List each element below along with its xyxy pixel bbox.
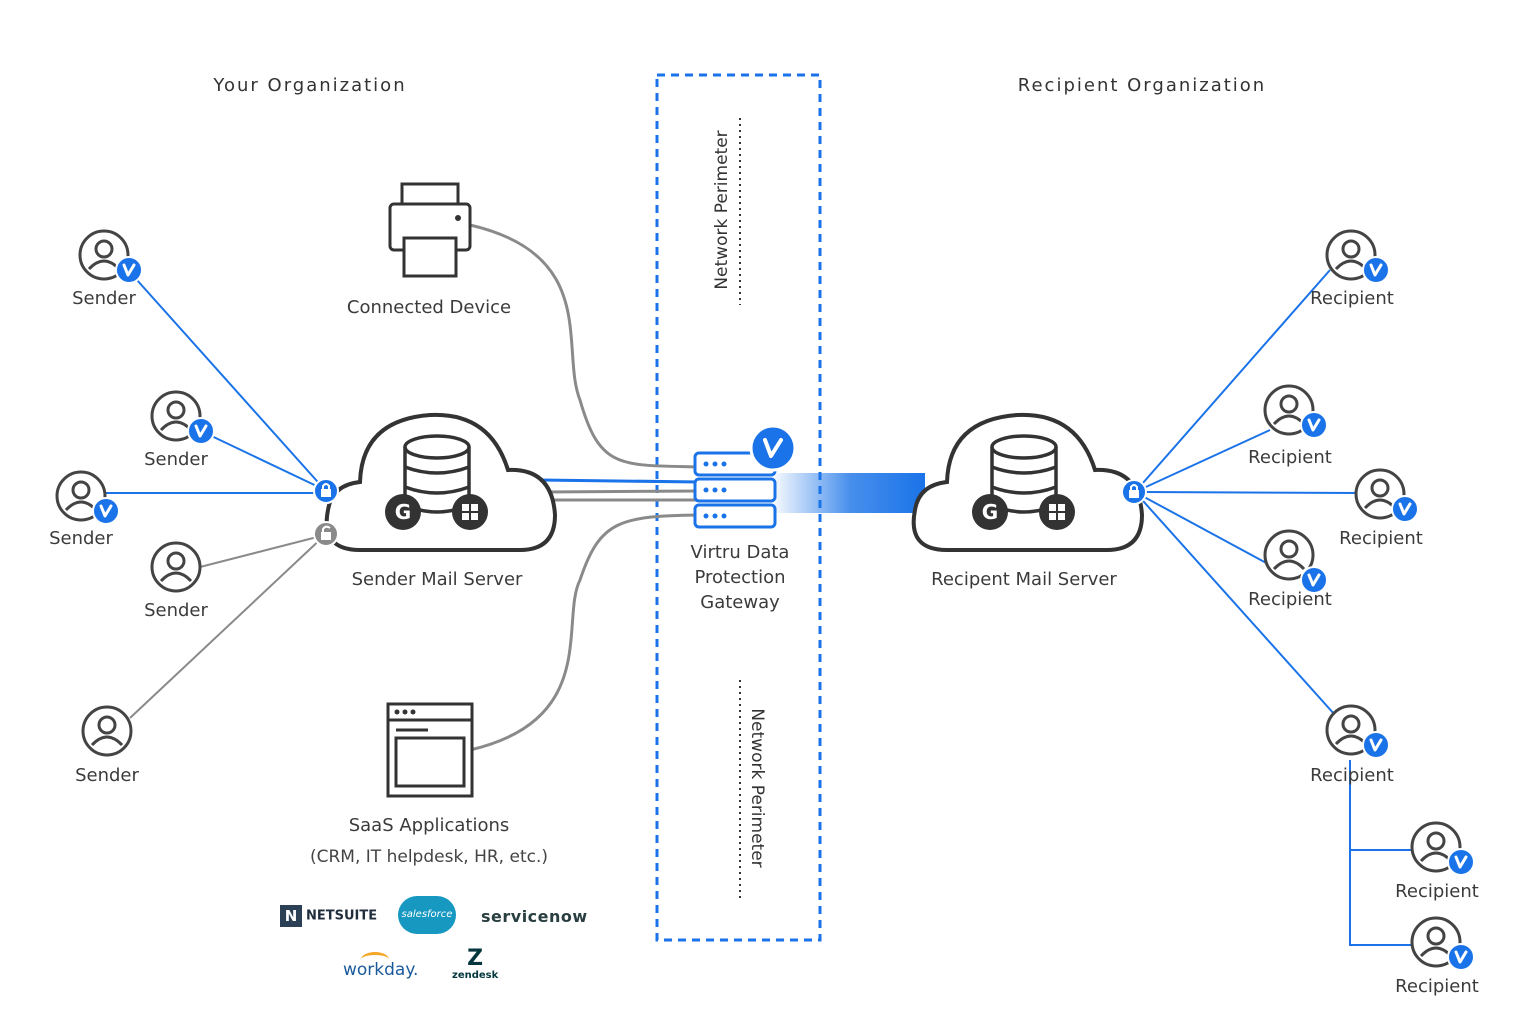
lock-icon xyxy=(313,478,339,504)
recipient-label: Recipient xyxy=(1395,881,1479,902)
recipient-label: Recipient xyxy=(1395,976,1479,997)
network-perimeter-label-bottom: Network Perimeter xyxy=(747,708,767,868)
recipient-lines xyxy=(1134,269,1415,946)
sender-person-icon xyxy=(81,705,133,757)
svg-text:G: G xyxy=(395,500,411,524)
google-g-icon: G xyxy=(972,494,1008,530)
sender-label: Sender xyxy=(75,765,139,786)
virtru-v-icon xyxy=(749,424,797,472)
saas-to-gateway-line xyxy=(469,513,701,752)
sender-person-icon xyxy=(55,470,121,526)
gateway-server-stack xyxy=(693,424,797,529)
sender-person-icon xyxy=(150,390,216,446)
server-to-gateway-line-1 xyxy=(539,478,701,484)
recipient-mail-server-label: Recipent Mail Server xyxy=(931,569,1117,590)
recipient-label: Recipient xyxy=(1310,765,1394,786)
svg-text:G: G xyxy=(982,500,998,524)
gateway-label-line: Protection xyxy=(694,567,786,588)
unlock-icon xyxy=(313,521,339,547)
recipient-person-icon xyxy=(1410,916,1476,972)
recipient-person-icon xyxy=(1354,468,1420,524)
browser-window-icon xyxy=(386,702,474,798)
recipient-person-icon xyxy=(1325,229,1391,285)
recipient-person-icon xyxy=(1410,821,1476,877)
printer-icon xyxy=(388,182,472,278)
salesforce-logo: salesforce xyxy=(398,896,456,934)
recipient-label: Recipient xyxy=(1248,589,1332,610)
recipient-label: Recipient xyxy=(1310,288,1394,309)
microsoft-windows-icon xyxy=(452,494,488,530)
sender-person-icon xyxy=(78,229,144,285)
sender-person-icon xyxy=(150,541,202,593)
recipient-label: Recipient xyxy=(1248,447,1332,468)
saas-applications-subtitle: (CRM, IT helpdesk, HR, etc.) xyxy=(309,847,549,867)
sender-mail-server-cloud: G xyxy=(324,412,557,552)
lock-icon xyxy=(1121,479,1147,505)
sender-mail-server-label: Sender Mail Server xyxy=(351,569,523,590)
gateway-label-line: Virtru Data xyxy=(690,542,790,563)
sender-label: Sender xyxy=(49,528,113,549)
netsuite-mark: N xyxy=(280,905,302,927)
sender-lines xyxy=(106,269,326,719)
saas-applications-label: SaaS Applications xyxy=(348,815,510,836)
recipient-mail-server-cloud: G xyxy=(911,412,1144,552)
heading-your-organization: Your Organization xyxy=(213,75,407,96)
gateway-label: Virtru Data Protection Gateway xyxy=(691,540,790,615)
network-perimeter-label-top: Network Perimeter xyxy=(712,130,732,290)
microsoft-windows-icon xyxy=(1039,494,1075,530)
connected-device-label: Connected Device xyxy=(346,297,512,318)
device-to-gateway-line xyxy=(469,223,701,469)
encrypted-beam xyxy=(775,473,925,513)
sender-label: Sender xyxy=(144,449,208,470)
recipient-person-icon xyxy=(1325,704,1391,760)
recipient-person-icon xyxy=(1263,529,1329,595)
sender-label: Sender xyxy=(72,288,136,309)
zendesk-wordmark: zendesk xyxy=(452,970,499,981)
server-to-gateway-line-2 xyxy=(544,489,701,494)
servicenow-logo: servicenow xyxy=(481,907,588,926)
recipient-person-icon xyxy=(1263,384,1329,440)
netsuite-wordmark: NETSUITE xyxy=(306,908,378,924)
zendesk-mark: Z xyxy=(467,946,484,971)
sender-label: Sender xyxy=(144,600,208,621)
recipient-label: Recipient xyxy=(1339,528,1423,549)
gateway-label-line: Gateway xyxy=(700,592,780,613)
workday-logo: workday. xyxy=(343,952,419,980)
heading-recipient-organization: Recipient Organization xyxy=(1017,75,1267,96)
google-g-icon: G xyxy=(385,494,421,530)
